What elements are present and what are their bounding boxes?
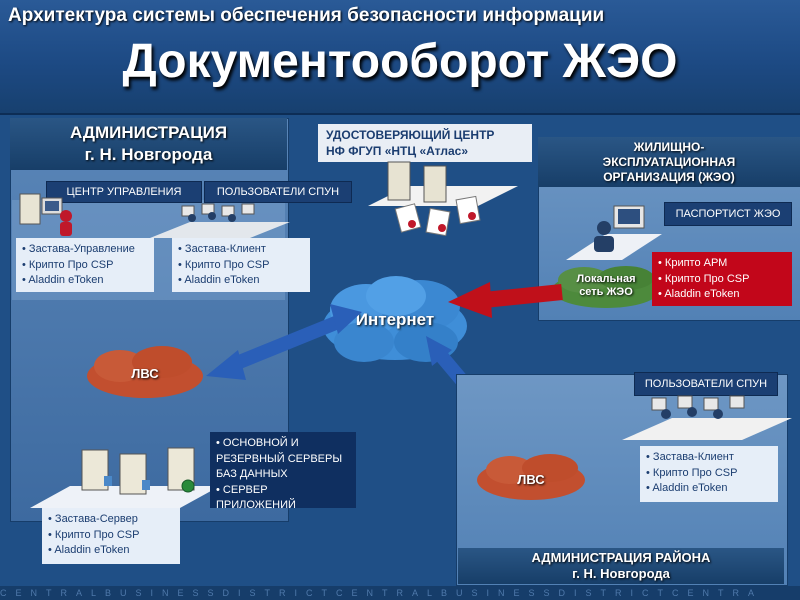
list-item: Застава-Клиент	[646, 450, 772, 466]
zheo-lan-line2: сеть ЖЭО	[579, 286, 633, 298]
list-item: Крипто Про CSP	[658, 272, 786, 288]
zheo-title: ЖИЛИЩНО- ЭКСПЛУАТАЦИОННАЯ ОРГАНИЗАЦИЯ (Ж…	[538, 137, 800, 187]
lan-cloud-admin	[87, 346, 203, 398]
admin-workstation-icon	[19, 193, 72, 236]
list-item: Aladdin eToken	[646, 481, 772, 497]
lan-label-admin: ЛВС	[131, 366, 159, 381]
cert-center-line1: УДОСТОВЕРЯЮЩИЙ ЦЕНТР	[326, 128, 495, 142]
district-workstations-icon	[622, 395, 792, 440]
list-item: СЕРВЕР ПРИЛОЖЕНИЙ	[216, 483, 350, 514]
passport-workstation-icon	[566, 205, 662, 260]
internet-cloud	[323, 276, 467, 362]
zheo-title-line2: ЭКСПЛУАТАЦИОННАЯ	[602, 155, 736, 169]
list-item: Крипто АРМ	[658, 256, 786, 272]
admin-city-title-line2: г. Н. Новгорода	[84, 145, 213, 164]
list-item: Застава-Управление	[22, 242, 148, 258]
list-item: Aladdin eToken	[178, 273, 304, 289]
list-item: Крипто Про CSP	[646, 466, 772, 482]
footer-strip: CENTRALBUSINESSDISTRICTCENTRALBUSINESSDI…	[0, 586, 800, 600]
cert-center-line2: НФ ФГУП «НТЦ «Атлас»	[326, 144, 469, 158]
list-item: Застава-Клиент	[178, 242, 304, 258]
servers-icon	[30, 447, 220, 508]
control-software-list: Застава-Управление Крипто Про CSP Aladdi…	[16, 238, 154, 292]
passport-officer-tag: ПАСПОРТИСТ ЖЭО	[664, 202, 792, 226]
admin-city-title-line1: АДМИНИСТРАЦИЯ	[69, 123, 228, 142]
list-item: Крипто Про CSP	[22, 258, 148, 274]
district-users-spun-tag: ПОЛЬЗОВАТЕЛИ СПУН	[634, 372, 778, 396]
cert-center-label: УДОСТОВЕРЯЮЩИЙ ЦЕНТР НФ ФГУП «НТЦ «Атлас…	[318, 124, 532, 162]
arrow-zheo-internet	[448, 282, 563, 318]
users-spun-tag: ПОЛЬЗОВАТЕЛИ СПУН	[204, 181, 352, 203]
list-item: Aladdin eToken	[48, 543, 174, 559]
internet-label: Интернет	[355, 310, 435, 329]
list-item: Aladdin eToken	[22, 273, 148, 289]
list-item: Крипто Про CSP	[48, 528, 174, 544]
zheo-lan-cloud	[552, 266, 660, 308]
list-item: Крипто Про CSP	[178, 258, 304, 274]
servers-description-list: ОСНОВНОЙ И РЕЗЕРВНЫЙ СЕРВЕРЫ БАЗ ДАННЫХ …	[210, 432, 356, 511]
server-software-list: Застава-Сервер Крипто Про CSP Aladdin eT…	[42, 508, 180, 564]
admin-district-title-line1: АДМИНИСТРАЦИЯ РАЙОНА	[531, 550, 711, 565]
zheo-title-line1: ЖИЛИЩНО-	[633, 140, 705, 154]
page-title: Документооборот ЖЭО	[122, 35, 678, 88]
zheo-lan-label: Локальная сеть ЖЭО	[548, 273, 664, 299]
list-item: Aladdin eToken	[658, 287, 786, 303]
district-client-software-list: Застава-Клиент Крипто Про CSP Aladdin eT…	[640, 446, 778, 502]
passport-software-list: Крипто АРМ Крипто Про CSP Aladdin eToken	[652, 252, 792, 306]
cert-center-servers-icon	[368, 161, 518, 237]
zheo-lan-line1: Локальная	[576, 273, 636, 285]
admin-district-title-line2: г. Н. Новгорода	[572, 566, 670, 581]
control-center-tag: ЦЕНТР УПРАВЛЕНИЯ	[46, 181, 202, 203]
lan-cloud-district	[477, 454, 585, 500]
zheo-title-line3: ОРГАНИЗАЦИЯ (ЖЭО)	[603, 170, 735, 184]
header: Архитектура системы обеспечения безопасн…	[0, 0, 800, 115]
arrow-admin-internet	[206, 304, 362, 380]
list-item: ОСНОВНОЙ И РЕЗЕРВНЫЙ СЕРВЕРЫ БАЗ ДАННЫХ	[216, 436, 350, 483]
list-item: Застава-Сервер	[48, 512, 174, 528]
users-workstations-icon	[150, 203, 290, 238]
admin-district-title: АДМИНИСТРАЦИЯ РАЙОНА г. Н. Новгорода	[458, 548, 784, 584]
admin-city-title: АДМИНИСТРАЦИЯ г. Н. Новгорода	[10, 118, 287, 170]
lan-label-district: ЛВС	[517, 472, 545, 487]
client-software-list: Застава-Клиент Крипто Про CSP Aladdin eT…	[172, 238, 310, 292]
page-supertitle: Архитектура системы обеспечения безопасн…	[8, 5, 605, 26]
